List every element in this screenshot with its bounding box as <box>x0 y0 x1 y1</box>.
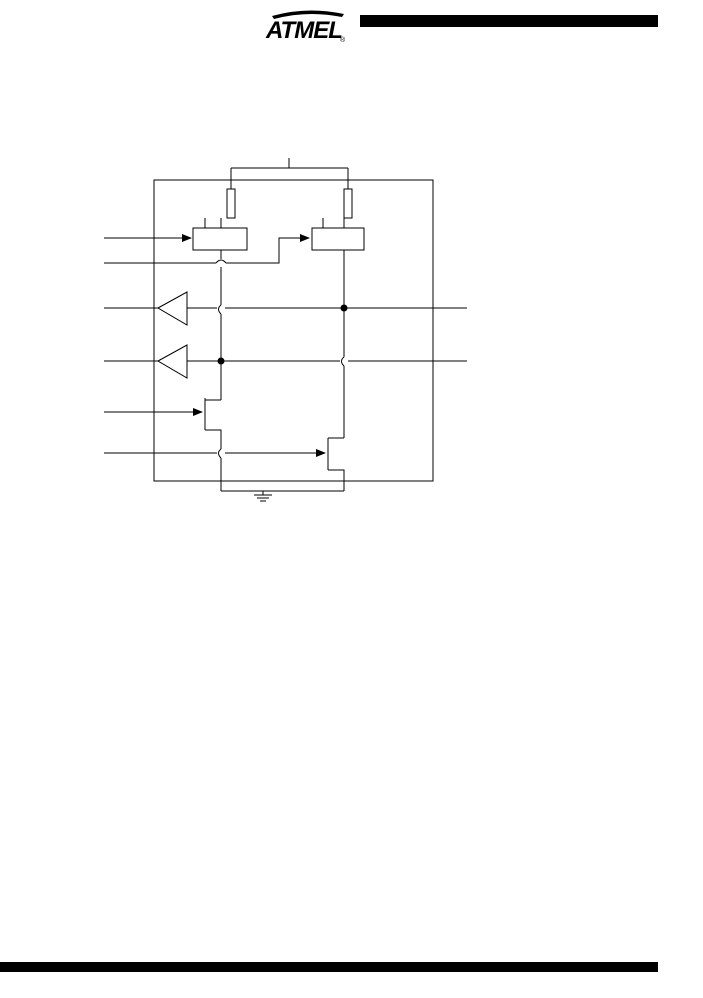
logo-text: ATMEL <box>265 17 342 44</box>
crossover-hop-3 <box>341 356 345 367</box>
crossover-hop-2 <box>218 304 222 315</box>
register-2 <box>311 227 365 251</box>
junction-dot-1 <box>340 304 348 312</box>
junction-dot-2 <box>217 357 225 365</box>
input-line-2-route <box>226 234 310 264</box>
pull-up-resistor-1 <box>226 188 236 219</box>
crossover-hop-4 <box>218 448 222 459</box>
ground-symbol <box>254 494 272 502</box>
chip-boundary <box>153 179 434 482</box>
header-bar <box>360 15 658 27</box>
register-1 <box>192 227 248 251</box>
logo-swoosh <box>272 10 344 19</box>
crossover-hop-1 <box>215 259 227 264</box>
pull-up-resistor-2 <box>343 188 353 219</box>
buffer-1 <box>156 291 188 326</box>
transistor-2-source <box>328 469 345 491</box>
logo-registered-mark: ® <box>340 36 346 44</box>
atmel-logo: ATMEL ® <box>265 10 346 44</box>
transistor-1-source <box>205 429 222 449</box>
buffer-2 <box>156 344 188 379</box>
footer-bar <box>0 962 658 972</box>
